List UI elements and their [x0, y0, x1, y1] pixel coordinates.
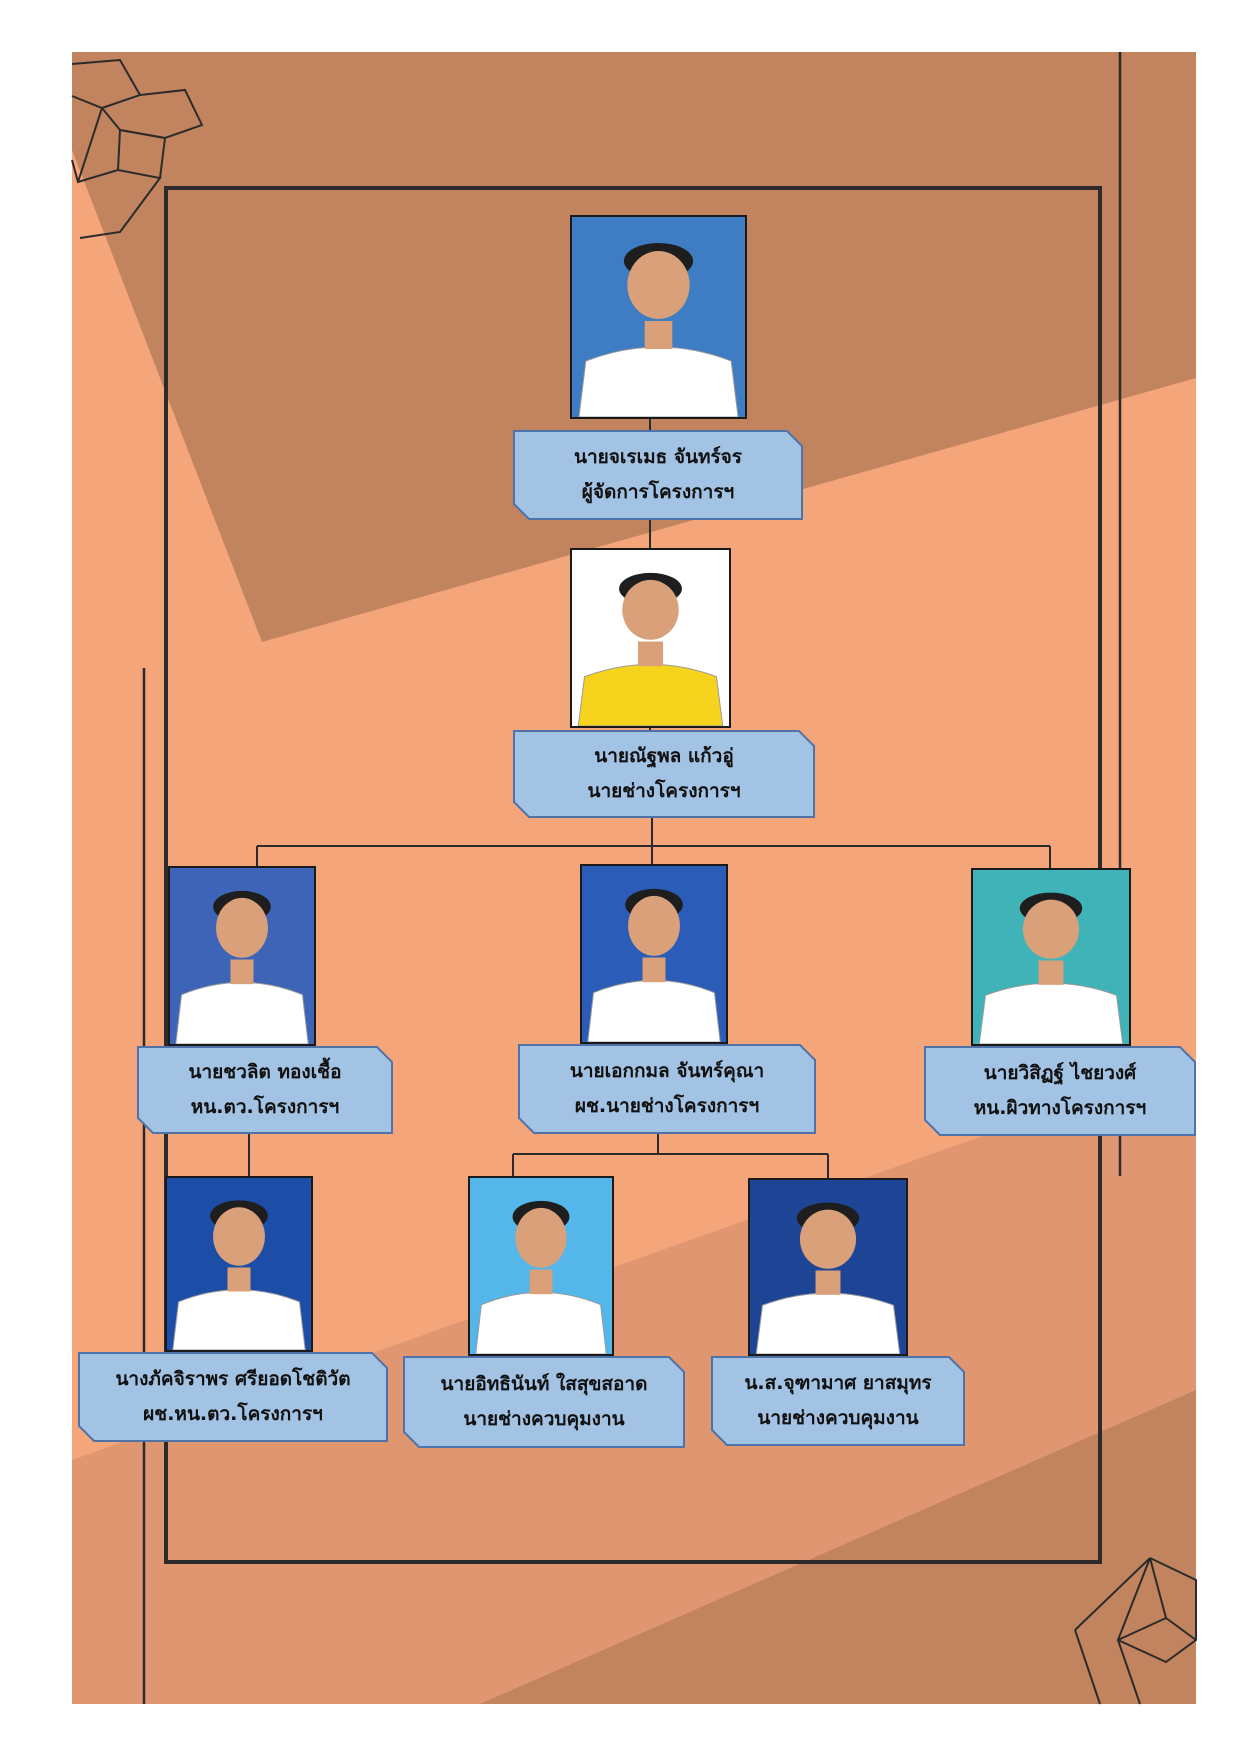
supervisor-2-label: น.ส.จุฑามาศ ยาสมุทร นายช่างควบคุมงาน: [711, 1356, 965, 1446]
portrait-face: [1022, 899, 1080, 959]
portrait-face: [799, 1209, 857, 1269]
label-box-shape: [137, 1046, 393, 1134]
label-box-shape: [924, 1046, 1196, 1136]
assistant-inspector-photo: [165, 1176, 313, 1352]
portrait-neck: [227, 1267, 251, 1292]
engineer-title: นายช่างโครงการฯ: [587, 780, 741, 802]
portrait-face: [515, 1207, 567, 1268]
surface-head-name: นายวิสิฏฐ์ ไชยวงศ์: [983, 1062, 1137, 1084]
portrait-image: [582, 866, 726, 1042]
portrait-face: [622, 579, 679, 640]
engineer-name: นายณัฐพล แก้วอู่: [594, 745, 734, 767]
label-box-outline: [513, 430, 803, 520]
label-box-shape: [78, 1352, 388, 1442]
inspector-head-label: นายชวลิต ทองเชื้อ หน.ตว.โครงการฯ: [137, 1046, 393, 1134]
portrait-neck: [230, 959, 254, 985]
portrait-shirt: [172, 1289, 306, 1350]
label-box-outline: [403, 1356, 685, 1448]
manager-title: ผู้จัดการโครงการฯ: [581, 481, 735, 503]
portrait-shirt: [577, 663, 724, 726]
portrait-neck: [637, 641, 664, 667]
portrait-image: [470, 1178, 612, 1354]
portrait-shirt: [978, 982, 1124, 1044]
assistant-inspector-title: ผช.หน.ตว.โครงการฯ: [143, 1403, 323, 1425]
portrait-shirt: [475, 1291, 607, 1354]
surface-head-label: นายวิสิฏฐ์ ไชยวงศ์ หน.ผิวทางโครงการฯ: [924, 1046, 1196, 1136]
supervisor-2-name: น.ส.จุฑามาศ ยาสมุทร: [744, 1372, 932, 1394]
label-box-outline: [711, 1356, 965, 1446]
portrait-image: [750, 1180, 906, 1354]
assistant-engineer-name: นายเอกกมล จันทร์คุณา: [569, 1060, 765, 1082]
portrait-neck: [815, 1270, 841, 1295]
supervisor-1-photo: [468, 1176, 614, 1356]
portrait-image: [572, 550, 729, 726]
assistant-engineer-photo: [580, 864, 728, 1044]
portrait-image: [973, 870, 1129, 1044]
portrait-neck: [529, 1269, 553, 1295]
inspector-head-title: หน.ตว.โครงการฯ: [190, 1096, 340, 1118]
assistant-inspector-name: นางภัคจิราพร ศรียอดโชติวัต: [115, 1368, 351, 1390]
portrait-neck: [1038, 960, 1064, 985]
portrait-shirt: [578, 346, 739, 417]
label-box-shape: [518, 1044, 816, 1134]
portrait-shirt: [755, 1292, 901, 1354]
supervisor-2-photo: [748, 1178, 908, 1356]
label-box-outline: [137, 1046, 393, 1134]
engineer-photo: [570, 548, 731, 728]
portrait-face: [216, 897, 268, 958]
portrait-shirt: [175, 981, 309, 1044]
assistant-engineer-title: ผช.นายช่างโครงการฯ: [574, 1095, 760, 1117]
label-box-outline: [78, 1352, 388, 1442]
portrait-face: [213, 1207, 265, 1266]
supervisor-1-title: นายช่างควบคุมงาน: [463, 1408, 625, 1430]
manager-name: นายจเรเมธ จันทร์จร: [573, 446, 743, 468]
surface-head-title: หน.ผิวทางโครงการฯ: [973, 1097, 1147, 1119]
supervisor-1-name: นายอิทธินันท์ ใสสุขสอาด: [440, 1373, 648, 1395]
manager-label: นายจเรเมธ จันทร์จร ผู้จัดการโครงการฯ: [513, 430, 803, 520]
supervisor-1-label: นายอิทธินันท์ ใสสุขสอาด นายช่างควบคุมงาน: [403, 1356, 685, 1448]
portrait-neck: [642, 957, 666, 983]
supervisor-2-title: นายช่างควบคุมงาน: [757, 1407, 919, 1429]
label-box-shape: [711, 1356, 965, 1446]
portrait-image: [170, 868, 314, 1044]
bottom-decorative-band-dark: [480, 1390, 1196, 1704]
portrait-face: [628, 895, 680, 956]
portrait-face: [627, 251, 690, 319]
portrait-image: [572, 217, 745, 417]
assistant-inspector-label: นางภัคจิราพร ศรียอดโชติวัต ผช.หน.ตว.โครง…: [78, 1352, 388, 1442]
label-box-shape: [513, 730, 815, 818]
assistant-engineer-label: นายเอกกมล จันทร์คุณา ผช.นายช่างโครงการฯ: [518, 1044, 816, 1134]
manager-photo: [570, 215, 747, 419]
surface-head-photo: [971, 868, 1131, 1046]
label-box-shape: [513, 430, 803, 520]
inspector-head-photo: [168, 866, 316, 1046]
label-box-shape: [403, 1356, 685, 1448]
label-box-outline: [518, 1044, 816, 1134]
portrait-shirt: [587, 979, 721, 1042]
label-box-outline: [513, 730, 815, 818]
inspector-head-name: นายชวลิต ทองเชื้อ: [188, 1061, 342, 1083]
cube-outline-bottom-right: [1074, 1557, 1197, 1705]
label-box-outline: [924, 1046, 1196, 1136]
portrait-neck: [644, 321, 673, 349]
engineer-label: นายณัฐพล แก้วอู่ นายช่างโครงการฯ: [513, 730, 815, 818]
cube-outline-top-left: [71, 58, 204, 239]
portrait-image: [167, 1178, 311, 1350]
connector-lines: [248, 418, 1051, 1178]
